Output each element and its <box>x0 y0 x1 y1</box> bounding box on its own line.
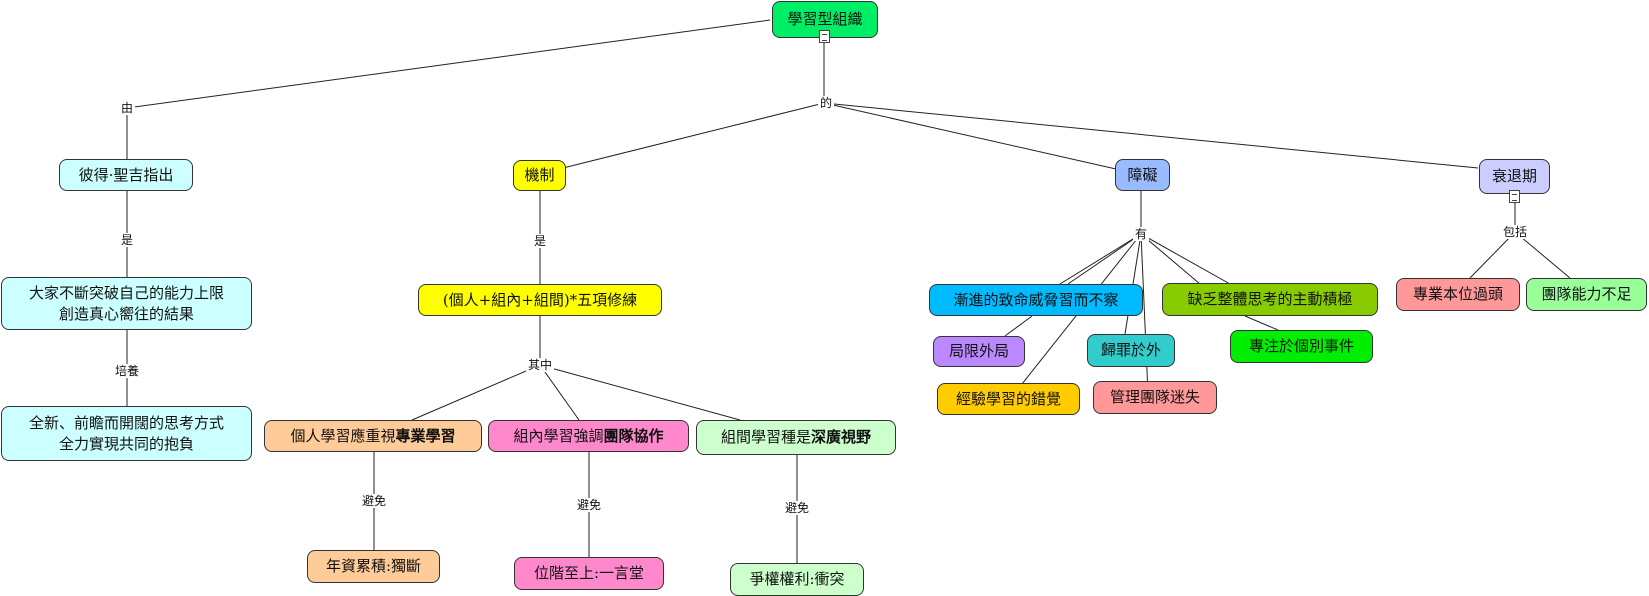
node-systems-thinking[interactable]: 缺乏整體思考的主動積極 <box>1162 283 1378 316</box>
node-in-group-learning[interactable]: 組內學習強調團隊協作 <box>488 420 689 452</box>
node-label-line: 全力實現共同的抱負 <box>58 434 194 453</box>
link-label-avoid: 避免 <box>574 498 604 512</box>
node-label-bold: 團隊協作 <box>603 426 664 445</box>
node-label: 專業本位過頭 <box>1412 285 1503 303</box>
node-decline[interactable]: 衰退期 <box>1479 159 1550 194</box>
node-between-groups-learning[interactable]: 組間學習種是深廣視野 <box>696 420 896 455</box>
node-management[interactable]: 管理團隊迷失 <box>1093 381 1217 414</box>
link-label-by: 由 <box>118 101 136 115</box>
node-dept-first[interactable]: 專業本位過頭 <box>1396 278 1520 311</box>
node-individual-learning[interactable]: 個人學習應重視專業學習 <box>264 420 482 452</box>
link-label-of: 的 <box>817 96 835 110</box>
node-label-bold: 專業學習 <box>395 426 456 445</box>
link-label-cultivate: 培養 <box>112 364 142 378</box>
node-label: 學習型組織 <box>787 10 863 28</box>
node-label: 組間學習種是深廣視野 <box>721 427 871 448</box>
node-label: 歸罪於外 <box>1100 341 1161 359</box>
node-label: 管理團隊迷失 <box>1109 388 1200 406</box>
node-local[interactable]: 局限外局 <box>933 336 1025 367</box>
node-label-bold: 深廣視野 <box>811 428 872 446</box>
node-five-disciplines[interactable]: (個人+組內+組間)*五項修練 <box>418 284 662 316</box>
node-fatal-threat[interactable]: 漸進的致命威脅習而不察 <box>929 284 1143 316</box>
node-label: 個人學習應重視專業學習 <box>290 426 455 447</box>
node-seniority[interactable]: 年資累積:獨斷 <box>307 550 440 583</box>
node-label: 漸進的致命威脅習而不察 <box>953 290 1119 309</box>
node-new-thinking[interactable]: 全新、前瞻而開闊的思考方式 全力實現共同的抱負 <box>1 406 252 461</box>
node-team-capacity[interactable]: 團隊能力不足 <box>1526 278 1647 311</box>
node-label-prefix: 組間學習種是 <box>720 428 811 446</box>
link-label-is: 是 <box>531 234 549 248</box>
node-experience[interactable]: 經驗學習的錯覺 <box>937 383 1080 415</box>
link-label-among: 其中 <box>525 358 555 372</box>
node-label: 機制 <box>524 166 555 184</box>
node-label: 位階至上:一言堂 <box>533 564 645 582</box>
node-breakthrough[interactable]: 大家不斷突破自己的能力上限 創造真心嚮往的結果 <box>1 277 252 330</box>
link-label-avoid: 避免 <box>782 501 812 515</box>
link-label-avoid: 避免 <box>359 494 389 508</box>
node-label: (個人+組內+組間)*五項修練 <box>442 290 638 309</box>
node-label-line: 全新、前瞻而開闊的思考方式 <box>28 413 224 432</box>
node-mechanism[interactable]: 機制 <box>513 160 566 191</box>
node-label: 局限外局 <box>948 342 1009 360</box>
link-label-is: 是 <box>118 233 136 247</box>
node-blame[interactable]: 歸罪於外 <box>1087 334 1175 367</box>
node-label: 專注於個別事件 <box>1248 337 1354 355</box>
note-icon[interactable] <box>1509 190 1520 203</box>
node-label: 彼得·聖吉指出 <box>78 165 174 184</box>
node-label: 障礙 <box>1127 165 1158 184</box>
link-label-has: 有 <box>1132 227 1150 241</box>
node-hierarchy[interactable]: 位階至上:一言堂 <box>514 557 664 590</box>
node-label-prefix: 組內學習強調 <box>513 426 604 445</box>
node-label: 缺乏整體思考的主動積極 <box>1187 290 1353 308</box>
node-label-line: 創造真心嚮往的結果 <box>58 304 194 323</box>
node-label: 衰退期 <box>1491 167 1537 185</box>
node-label: 組內學習強調團隊協作 <box>513 426 663 447</box>
node-label-prefix: 個人學習應重視 <box>290 426 396 445</box>
node-label: 爭權權利:衝突 <box>749 570 845 588</box>
node-label-line: 大家不斷突破自己的能力上限 <box>28 283 224 302</box>
node-label: 年資累積:獨斷 <box>325 557 422 575</box>
node-obstacles[interactable]: 障礙 <box>1115 159 1170 191</box>
link-label-include: 包括 <box>1500 225 1530 239</box>
node-label: 團隊能力不足 <box>1541 285 1632 303</box>
node-power-struggle[interactable]: 爭權權利:衝突 <box>730 563 864 596</box>
node-label: 經驗學習的錯覺 <box>955 389 1061 408</box>
node-individual-events[interactable]: 專注於個別事件 <box>1230 330 1373 363</box>
node-peter-senge[interactable]: 彼得·聖吉指出 <box>59 159 193 191</box>
note-icon[interactable] <box>819 30 830 43</box>
